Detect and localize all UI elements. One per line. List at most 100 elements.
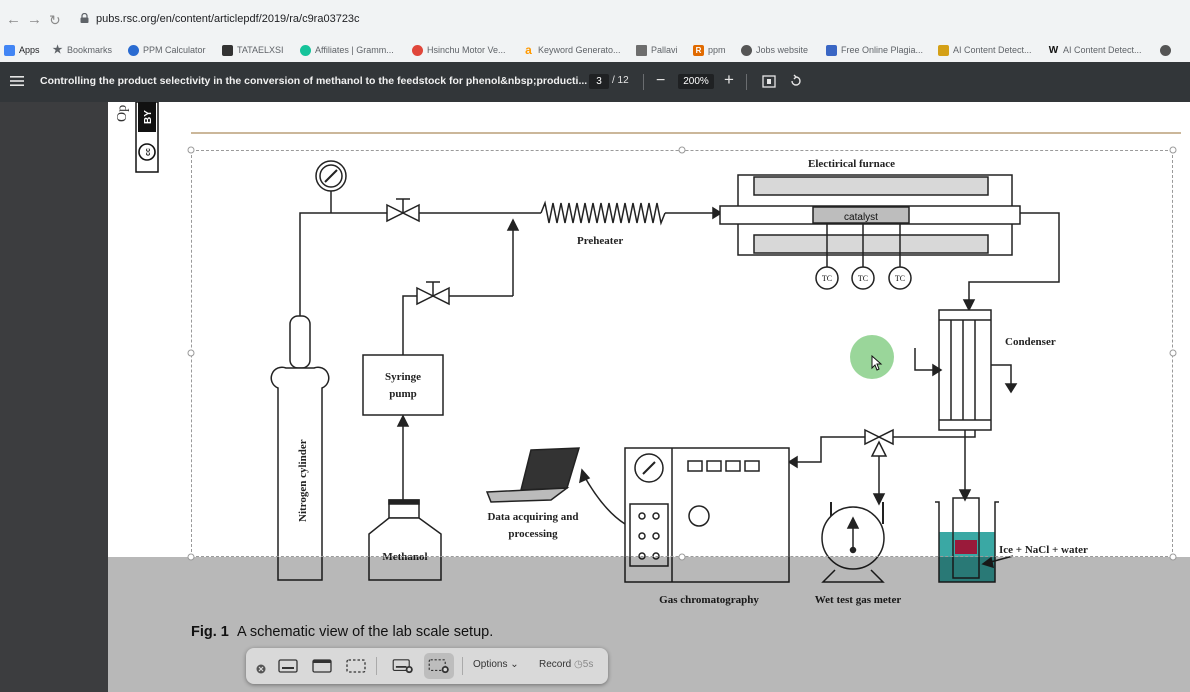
options-button[interactable]: Options ⌄ xyxy=(473,659,519,670)
toolbar-divider xyxy=(462,657,463,675)
ice-bath-beaker xyxy=(935,497,999,583)
selection-handle[interactable] xyxy=(187,553,195,561)
activation-watermark: Ac xyxy=(1170,651,1186,666)
valve-icon xyxy=(386,198,420,223)
nitrogen-cylinder xyxy=(270,315,330,581)
selection-handle[interactable] xyxy=(1169,349,1177,357)
toolbar-divider xyxy=(746,74,747,90)
bookmark-pallavi[interactable]: Pallavi xyxy=(636,43,678,57)
zoom-level-input[interactable]: 200% xyxy=(678,74,714,89)
bookmark-ai-content-1[interactable]: AI Content Detect... xyxy=(938,43,1032,57)
laptop-icon xyxy=(485,447,581,503)
record-selection-icon[interactable] xyxy=(427,658,451,674)
license-text: BY xyxy=(143,110,154,124)
gas-chromatograph xyxy=(624,447,790,583)
bookmark-more[interactable] xyxy=(1160,43,1175,57)
globe-icon xyxy=(1160,44,1171,56)
label-syringe: Syringe xyxy=(385,371,421,383)
bookmarks-bar: Apps ★Bookmarks PPM Calculator TATAELXSI… xyxy=(0,38,1190,63)
reload-icon[interactable]: ↻ xyxy=(49,12,61,28)
r-icon: R xyxy=(693,44,704,56)
wet-test-gas-meter xyxy=(821,502,885,583)
writer-icon: W xyxy=(1048,44,1059,56)
label-electrical-furnace: Electirical furnace xyxy=(808,158,895,170)
active-tool-highlight xyxy=(424,653,454,679)
selection-handle[interactable] xyxy=(678,553,686,561)
toolbar-divider xyxy=(376,657,377,675)
zoom-in-button[interactable]: + xyxy=(724,70,734,89)
screen-capture-toolbar: Options ⌄ Record ◷5s xyxy=(246,648,608,684)
license-badge: Op BY cc xyxy=(115,102,159,173)
label-processing: processing xyxy=(508,528,558,540)
fit-page-icon[interactable] xyxy=(762,75,776,88)
capture-selection-icon[interactable] xyxy=(346,658,366,674)
star-icon: ★ xyxy=(52,43,63,56)
close-icon[interactable] xyxy=(256,661,266,677)
figure-label: Fig. 1 xyxy=(191,624,229,640)
label-wet-test-gas-meter: Wet test gas meter xyxy=(815,594,902,606)
activation-watermark-sub: Go xyxy=(1170,669,1183,679)
record-screen-icon[interactable] xyxy=(391,658,415,674)
capture-selection-box[interactable] xyxy=(191,150,1173,557)
label-condenser: Condenser xyxy=(1005,336,1056,348)
bookmark-apps[interactable]: Apps xyxy=(4,43,40,57)
page-total: / 12 xyxy=(612,75,629,86)
selection-handle[interactable] xyxy=(1169,553,1177,561)
svg-text:cc: cc xyxy=(145,148,152,156)
selection-handle[interactable] xyxy=(678,146,686,154)
label-nitrogen-cylinder: Nitrogen cylinder xyxy=(297,439,309,522)
label-tc: TC xyxy=(822,274,832,283)
forward-icon[interactable]: → xyxy=(27,11,42,28)
label-catalyst: catalyst xyxy=(844,212,878,223)
folder-icon xyxy=(636,44,647,56)
globe-icon xyxy=(741,44,752,56)
bookmark-bookmarks[interactable]: ★Bookmarks xyxy=(52,43,113,56)
capture-window-icon[interactable] xyxy=(312,658,332,674)
side-text: Op xyxy=(115,105,130,122)
label-tc: TC xyxy=(858,274,868,283)
back-icon[interactable]: ← xyxy=(6,11,21,28)
electrical-furnace xyxy=(719,174,1021,268)
record-button[interactable]: Record ◷5s xyxy=(539,659,594,670)
zoom-out-button[interactable]: − xyxy=(656,72,666,89)
preheater-coil xyxy=(540,200,666,226)
figure-caption-text: A schematic view of the lab scale setup. xyxy=(236,624,494,640)
bookmark-jobs-website[interactable]: Jobs website xyxy=(741,43,808,57)
methanol-bottle xyxy=(368,499,442,581)
label-preheater: Preheater xyxy=(577,235,623,247)
header-rule xyxy=(191,132,1181,134)
bookmark-grammarly[interactable]: Affiliates | Gramm... xyxy=(300,43,394,57)
bookmark-plagiarism[interactable]: Free Online Plagia... xyxy=(826,43,923,57)
selection-handle[interactable] xyxy=(1169,146,1177,154)
menu-icon[interactable] xyxy=(10,75,24,87)
document-title: Controlling the product selectivity in t… xyxy=(40,75,588,87)
figure-caption: Fig. 1 A schematic view of the lab scale… xyxy=(191,624,493,640)
bookmark-tataelxsi[interactable]: TATAELXSI xyxy=(222,43,284,57)
rotate-icon[interactable] xyxy=(789,74,803,88)
plagiarism-icon xyxy=(826,44,837,56)
selection-handle[interactable] xyxy=(187,349,195,357)
chevron-down-icon: ⌄ xyxy=(507,659,519,670)
page-number-input[interactable]: 3 xyxy=(589,74,609,89)
bookmark-hsinchu[interactable]: Hsinchu Motor Ve... xyxy=(412,43,506,57)
bookmark-ppm-calculator[interactable]: PPM Calculator xyxy=(128,43,206,57)
url-text[interactable]: pubs.rsc.org/en/content/articlepdf/2019/… xyxy=(96,13,360,25)
schematic-figure: Electirical furnace catalyst Preheater T… xyxy=(270,158,1088,606)
label-pump: pump xyxy=(389,388,417,400)
ai-icon xyxy=(938,44,949,56)
apps-grid-icon xyxy=(4,44,15,56)
grammarly-icon xyxy=(300,44,311,56)
label-methanol: Methanol xyxy=(382,551,427,563)
pdf-toolbar: Controlling the product selectivity in t… xyxy=(0,62,1190,102)
capture-screen-icon[interactable] xyxy=(278,658,298,674)
amazon-icon: a xyxy=(525,42,532,57)
cursor-icon xyxy=(871,355,883,371)
label-tc: TC xyxy=(895,274,905,283)
selection-handle[interactable] xyxy=(187,146,195,154)
motor-icon xyxy=(412,44,423,56)
condenser xyxy=(938,309,992,431)
label-gas-chromatography: Gas chromatography xyxy=(659,594,759,606)
